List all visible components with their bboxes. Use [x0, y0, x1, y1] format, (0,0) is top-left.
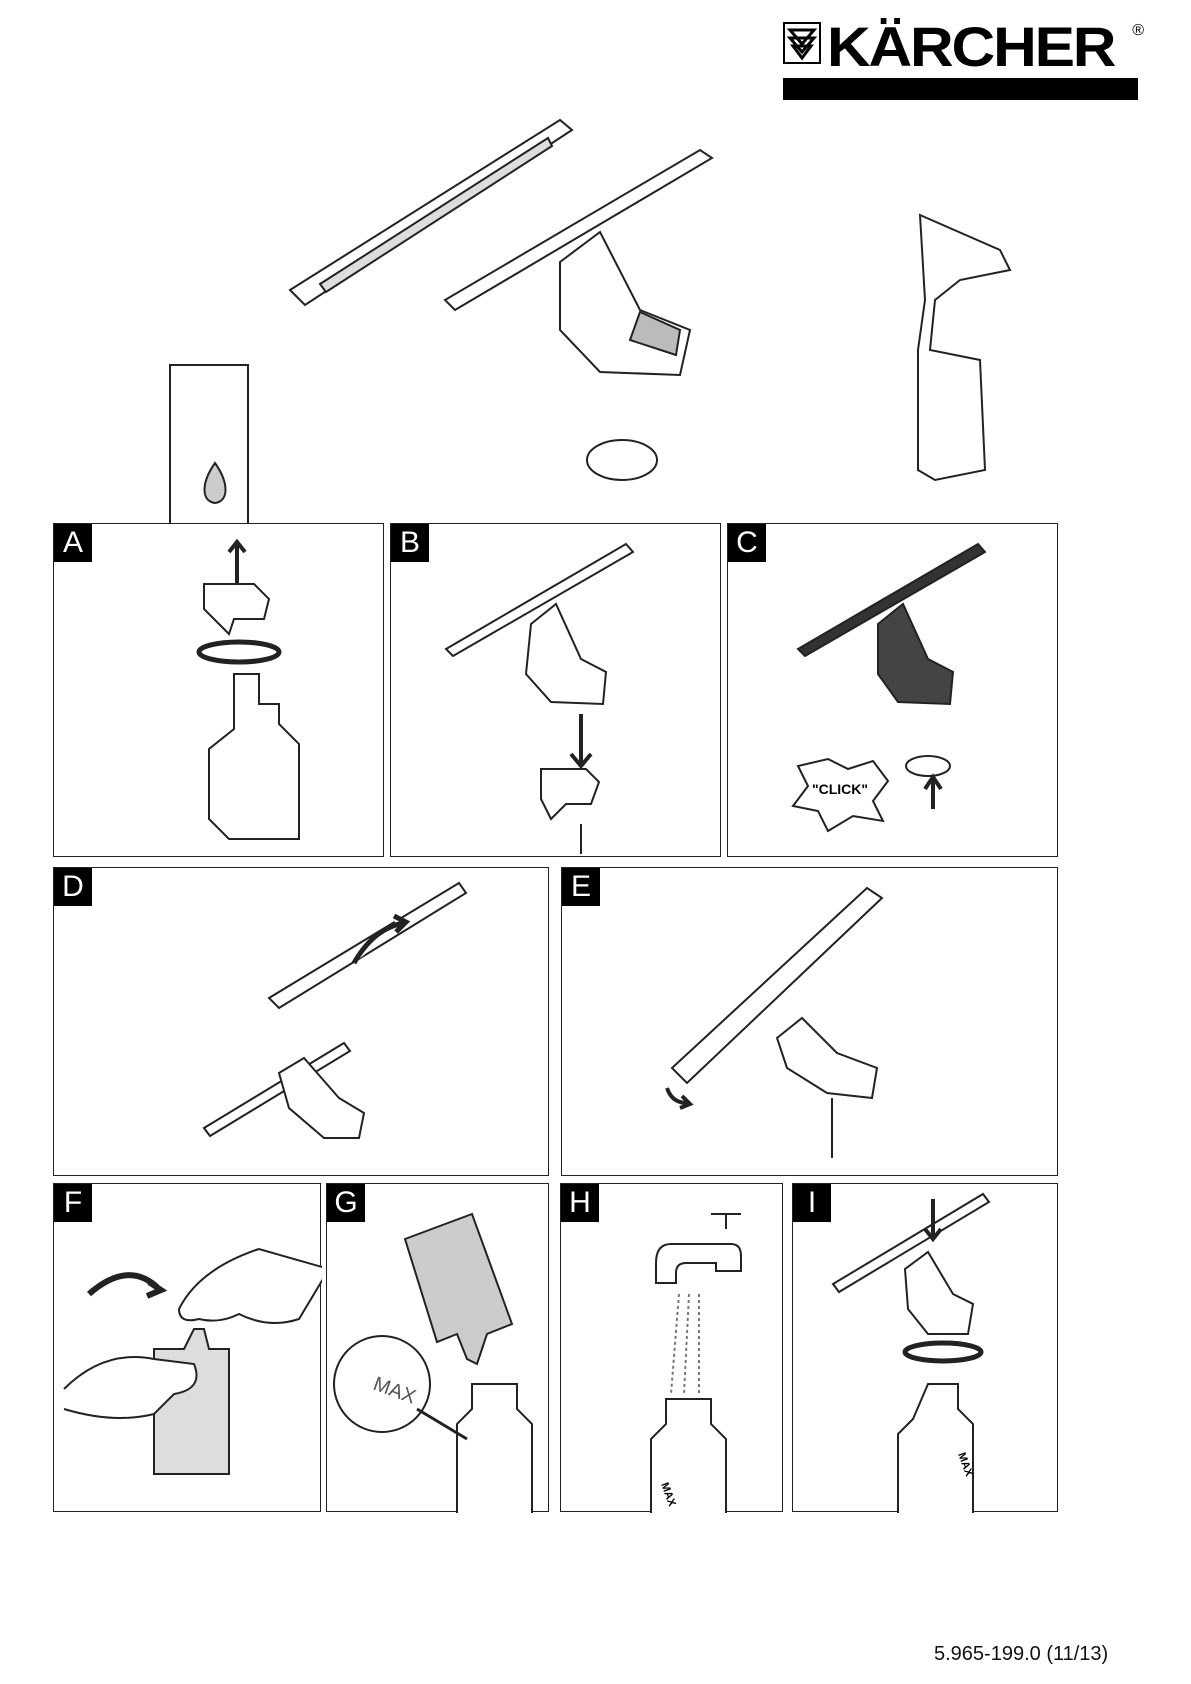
step-panel-g: G MAX — [326, 1183, 549, 1513]
step-label: G — [327, 1184, 365, 1222]
fill-water-illustration: MAX — [650, 1213, 742, 1513]
logo-chevron-icon — [783, 22, 821, 64]
attach-microfibre-pad-illustration — [202, 881, 468, 1139]
step-panel-b: B — [390, 523, 721, 857]
step-label: B — [391, 524, 429, 562]
step-panel-a: A — [53, 523, 384, 857]
step-label: D — [54, 868, 92, 906]
step-panel-e: E — [561, 867, 1058, 1176]
fill-detergent-illustration: MAX — [333, 1212, 533, 1513]
click-adapter-illustration: "CLICK" — [791, 542, 987, 833]
spray-adapter — [586, 439, 658, 481]
step-label: H — [561, 1184, 599, 1222]
remove-spray-head-illustration — [196, 538, 300, 840]
step-label: I — [793, 1184, 831, 1222]
squeegee-blade — [443, 148, 714, 312]
product-overview-illustration — [169, 118, 1012, 548]
step-panel-c: C "CLICK" — [727, 523, 1058, 857]
karcher-logo: KÄRCHER ® — [783, 15, 1144, 102]
open-sachet-illustration — [63, 1247, 322, 1475]
step-label: A — [54, 524, 92, 562]
step-panel-h: H MAX — [560, 1183, 783, 1513]
step-label: C — [728, 524, 766, 562]
step-panel-f: F — [53, 1183, 322, 1512]
screw-on-squeegee-illustration: MAX — [831, 1192, 991, 1513]
logo-bar — [783, 78, 1138, 100]
fit-pad-illustration — [665, 886, 884, 1158]
brand-name: KÄRCHER — [827, 15, 1116, 78]
spray-bottle — [917, 213, 1012, 482]
registered-mark: ® — [1132, 22, 1144, 39]
detergent-sachet — [169, 364, 249, 548]
step-panel-d: D — [53, 867, 549, 1176]
document-number: 5.965-199.0 (11/13) — [934, 1643, 1109, 1665]
step-label: E — [562, 868, 600, 906]
click-callout: "CLICK" — [812, 781, 868, 797]
attach-spray-head-illustration — [444, 542, 635, 854]
step-label: F — [54, 1184, 92, 1222]
step-panel-i: I MAX — [792, 1183, 1058, 1513]
